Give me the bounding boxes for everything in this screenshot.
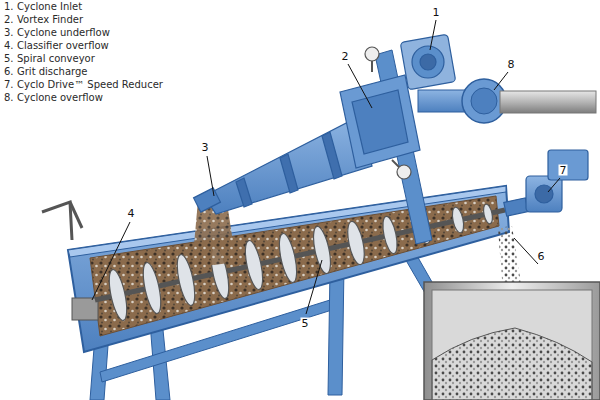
part-name: Spiral conveyor bbox=[17, 54, 95, 64]
part-name: Cyclone underflow bbox=[17, 28, 110, 38]
callout-number: 4 bbox=[127, 208, 136, 219]
part-name: Vortex Finder bbox=[17, 15, 83, 25]
overflow-weir bbox=[72, 298, 98, 320]
callout-number: 7 bbox=[559, 165, 568, 176]
cyclone bbox=[194, 34, 456, 214]
list-number: 8. bbox=[4, 93, 14, 103]
list-number: 5. bbox=[4, 54, 14, 64]
part-name: Cyclone overflow bbox=[17, 93, 103, 103]
weir-lever bbox=[42, 202, 82, 240]
list-number: 7. bbox=[4, 80, 14, 90]
leader-lines bbox=[92, 20, 560, 314]
list-number: 3. bbox=[4, 28, 14, 38]
list-number: 4. bbox=[4, 41, 14, 51]
callout-number: 2 bbox=[341, 51, 350, 62]
part-name: Cyclone Inlet bbox=[17, 2, 82, 12]
callout-number: 5 bbox=[301, 318, 310, 329]
part-name: Grit discharge bbox=[17, 67, 87, 77]
overflow-pipe bbox=[418, 79, 596, 123]
callout-number: 6 bbox=[537, 251, 546, 262]
speed-reducer bbox=[504, 150, 588, 216]
part-name: Cyclo Drive™ Speed Reducer bbox=[17, 80, 163, 90]
list-number: 1. bbox=[4, 2, 14, 12]
list-number: 6. bbox=[4, 67, 14, 77]
callout-number: 3 bbox=[201, 142, 210, 153]
list-number: 2. bbox=[4, 15, 14, 25]
callout-number: 8 bbox=[507, 59, 516, 70]
grit-bin bbox=[424, 282, 600, 400]
part-name: Classifier overflow bbox=[17, 41, 109, 51]
callout-number: 1 bbox=[432, 7, 441, 18]
